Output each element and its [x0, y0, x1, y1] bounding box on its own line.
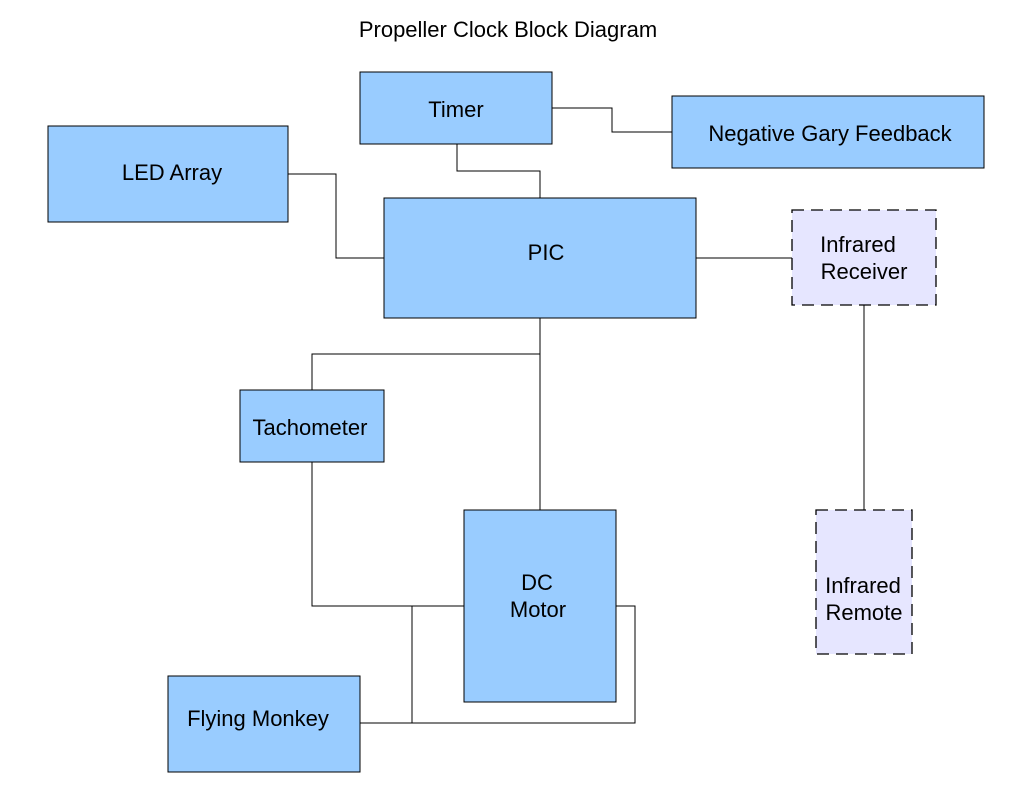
- block-infrared-remote: Infrared Remote: [815, 509, 913, 655]
- block-label-pic: PIC: [528, 240, 565, 265]
- wire-timer-to-pic: [456, 144, 541, 198]
- diagram-title: Propeller Clock Block Diagram: [359, 17, 657, 42]
- block-label-infrared-receiver-line-2: Receiver: [821, 259, 908, 284]
- block-label-negative-gary-feedback: Negative Gary Feedback: [708, 121, 952, 146]
- block-label-flying-monkey: Flying Monkey: [187, 706, 329, 731]
- block-flying-monkey: Flying Monkey: [167, 675, 361, 773]
- block-label-tachometer: Tachometer: [253, 415, 368, 440]
- block-label-infrared-remote-line-2: Remote: [825, 600, 902, 625]
- wire-timer-to-negative-gary-feedback: [552, 107, 672, 133]
- block-label-infrared-remote-line-1: Infrared: [825, 573, 901, 598]
- block-led-array: LED Array: [47, 125, 289, 223]
- wire-led-array-to-pic: [288, 173, 384, 259]
- block-timer: Timer: [359, 71, 553, 145]
- block-label-timer: Timer: [428, 97, 483, 122]
- block-dc-motor: DC Motor: [463, 509, 617, 703]
- wire-flying-monkey-bus: [360, 605, 636, 724]
- block-label-infrared-receiver-line-1: Infrared: [820, 232, 896, 257]
- block-pic: PIC: [383, 197, 697, 319]
- connections: [288, 107, 865, 724]
- wire-tachometer-to-dc-motor: [311, 462, 464, 607]
- block-tachometer: Tachometer: [239, 389, 385, 463]
- wire-pic-to-tachometer: [311, 353, 540, 390]
- block-label-led-array: LED Array: [122, 160, 222, 185]
- block-negative-gary-feedback: Negative Gary Feedback: [671, 95, 985, 169]
- block-label-dc-motor-line-2: Motor: [510, 597, 566, 622]
- block-label-dc-motor-line-1: DC: [521, 570, 553, 595]
- block-infrared-receiver: Infrared Receiver: [791, 209, 937, 306]
